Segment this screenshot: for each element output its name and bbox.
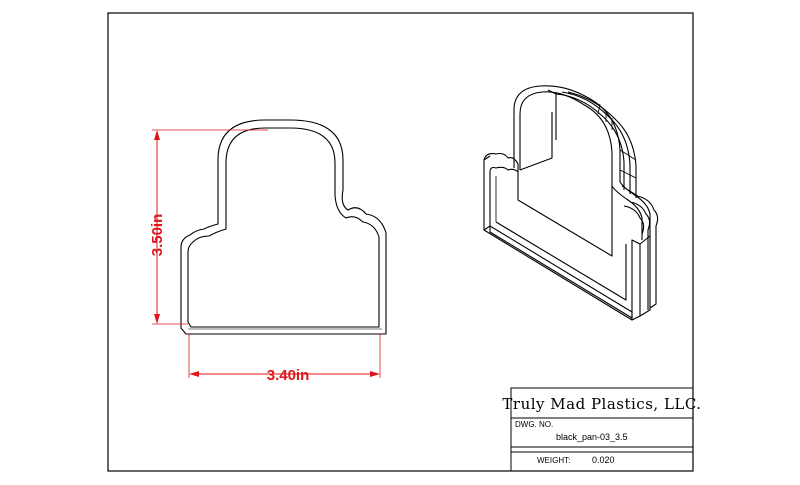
company-name: Truly Mad Plastics, LLC. <box>502 395 701 413</box>
sheet-border <box>107 12 694 472</box>
front-view-outer-outline <box>180 119 387 335</box>
iso-left-wall <box>483 152 519 226</box>
front-view <box>180 119 387 335</box>
weight-value: 0.020 <box>592 455 615 465</box>
weight-label: WEIGHT: <box>537 456 570 465</box>
title-block <box>510 387 694 472</box>
height-dimension <box>152 129 268 325</box>
isometric-view <box>483 85 659 321</box>
dwg-no-label: DWG. NO. <box>515 420 553 429</box>
width-dimension <box>188 334 381 378</box>
iso-inner-floor-edge <box>495 221 627 301</box>
dwg-no-value: black_pan-03_3.5 <box>556 432 628 442</box>
iso-right-shoulder <box>635 195 659 309</box>
height-dimension-label: 3.50in <box>149 214 166 257</box>
title-block-frame <box>510 387 694 472</box>
width-arrow-right <box>370 371 380 377</box>
width-dimension-label: 3.40in <box>267 367 310 384</box>
iso-front-right-wall <box>631 239 641 321</box>
width-arrow-left <box>189 371 199 377</box>
height-arrow-top <box>154 130 160 140</box>
iso-dome-outer <box>513 85 651 236</box>
front-view-inner-outline <box>187 127 380 328</box>
height-arrow-bottom <box>154 314 160 324</box>
